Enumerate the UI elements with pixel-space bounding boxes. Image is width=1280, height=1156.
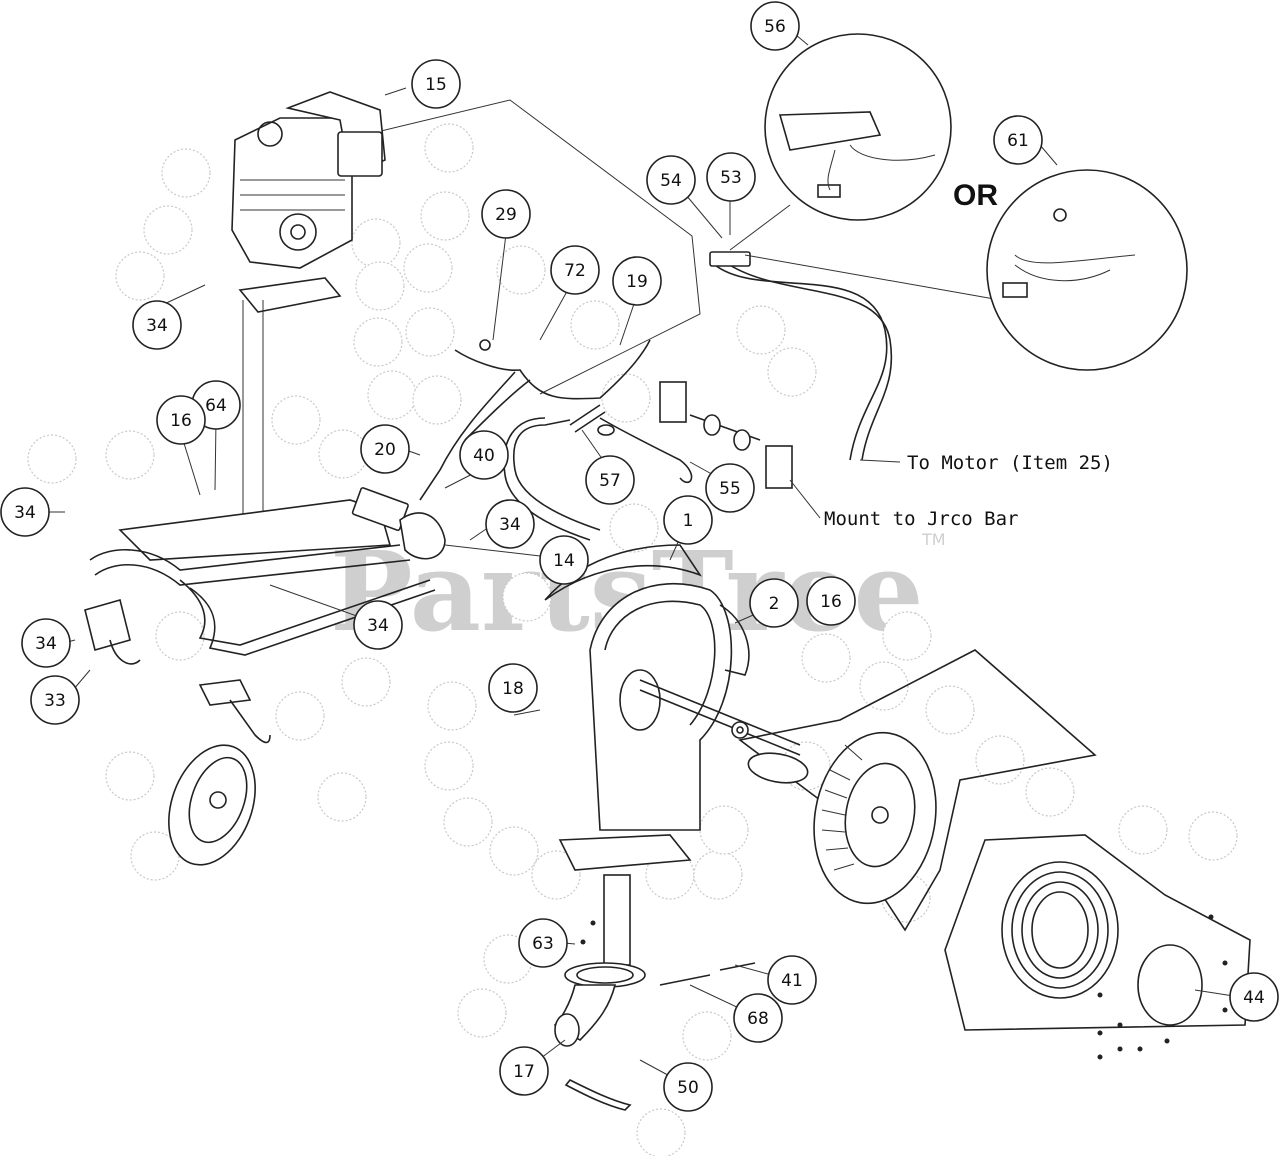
callout-41: 41: [767, 955, 817, 1005]
callout-18: 18: [488, 663, 538, 713]
callout-56: 56: [750, 1, 800, 51]
svg-text:64: 64: [205, 396, 227, 416]
svg-text:18: 18: [502, 679, 524, 699]
rear-wheel: [168, 744, 256, 866]
callout-34-caster: 34: [21, 618, 71, 668]
svg-text:19: 19: [626, 272, 648, 292]
callout-44: 44: [1229, 972, 1279, 1022]
svg-text:34: 34: [14, 503, 36, 523]
svg-text:54: 54: [660, 171, 682, 191]
cable-loop: [597, 417, 693, 484]
svg-text:68: 68: [747, 1009, 769, 1029]
svg-text:17: 17: [513, 1062, 535, 1082]
mount-brackets: [659, 381, 793, 489]
svg-text:1: 1: [683, 511, 694, 531]
callout-50: 50: [663, 1062, 713, 1112]
callout-68: 68: [733, 993, 783, 1043]
svg-text:34: 34: [499, 515, 521, 535]
engine: [231, 91, 386, 520]
drive-shaft: [639, 679, 801, 756]
watermark-tm: TM: [921, 530, 946, 549]
callout-14: 14: [539, 535, 589, 585]
callout-55: 55: [705, 463, 755, 513]
svg-text:53: 53: [720, 168, 742, 188]
callout-40: 40: [459, 430, 509, 480]
svg-text:56: 56: [764, 17, 786, 37]
svg-text:40: 40: [473, 446, 495, 466]
svg-text:57: 57: [599, 471, 621, 491]
svg-text:20: 20: [374, 440, 396, 460]
svg-text:41: 41: [781, 971, 803, 991]
ghost-callouts: [27, 123, 1238, 1156]
callout-72: 72: [550, 245, 600, 295]
callout-2: 2: [749, 578, 799, 628]
callout-57: 57: [585, 455, 635, 505]
callout-61: 61: [993, 115, 1043, 165]
rods: [659, 962, 756, 986]
svg-text:16: 16: [820, 592, 842, 612]
svg-text:44: 44: [1243, 988, 1265, 1008]
svg-text:50: 50: [677, 1078, 699, 1098]
svg-text:2: 2: [769, 594, 780, 614]
impeller: [738, 649, 1097, 932]
svg-text:16: 16: [170, 411, 192, 431]
callout-20: 20: [360, 424, 410, 474]
svg-text:29: 29: [495, 205, 517, 225]
callout-34-left: 34: [0, 487, 50, 537]
callout-16-frame: 16: [156, 395, 206, 445]
note-to-motor: To Motor (Item 25): [907, 452, 1113, 474]
callout-19: 19: [612, 256, 662, 306]
svg-text:14: 14: [553, 551, 575, 571]
discharge-chute: [553, 962, 646, 1111]
svg-text:34: 34: [367, 616, 389, 636]
callout-29: 29: [481, 189, 531, 239]
front-cover: [944, 834, 1251, 1031]
callout-54: 54: [646, 155, 696, 205]
callout-17: 17: [499, 1046, 549, 1096]
callout-1: 1: [663, 495, 713, 545]
engine-enclosure-outline: [359, 99, 701, 395]
svg-text:55: 55: [719, 479, 741, 499]
svg-text:15: 15: [425, 75, 447, 95]
main-frame: [89, 487, 446, 656]
hardware-dots: [580, 914, 1228, 1060]
inset-56: [764, 33, 952, 221]
callout-63: 63: [518, 918, 568, 968]
callout-53: 53: [706, 152, 756, 202]
callout-34-engine: 34: [132, 300, 182, 350]
or-label: OR: [953, 179, 998, 212]
inset-61: [986, 169, 1188, 371]
callout-34-frame: 34: [353, 600, 403, 650]
handle-bar: [503, 404, 606, 541]
svg-text:34: 34: [35, 634, 57, 654]
svg-text:63: 63: [532, 934, 554, 954]
svg-text:72: 72: [564, 261, 586, 281]
svg-text:34: 34: [146, 316, 168, 336]
callout-16-housing: 16: [806, 576, 856, 626]
callout-34-handle: 34: [485, 499, 535, 549]
callout-15: 15: [411, 59, 461, 109]
note-mount: Mount to Jrco Bar: [824, 508, 1018, 530]
svg-text:33: 33: [44, 691, 66, 711]
front-caster: [84, 599, 271, 744]
callout-33: 33: [30, 675, 80, 725]
switch-wiring: [709, 204, 1001, 461]
svg-text:61: 61: [1007, 131, 1029, 151]
blower-housing: [544, 544, 750, 966]
